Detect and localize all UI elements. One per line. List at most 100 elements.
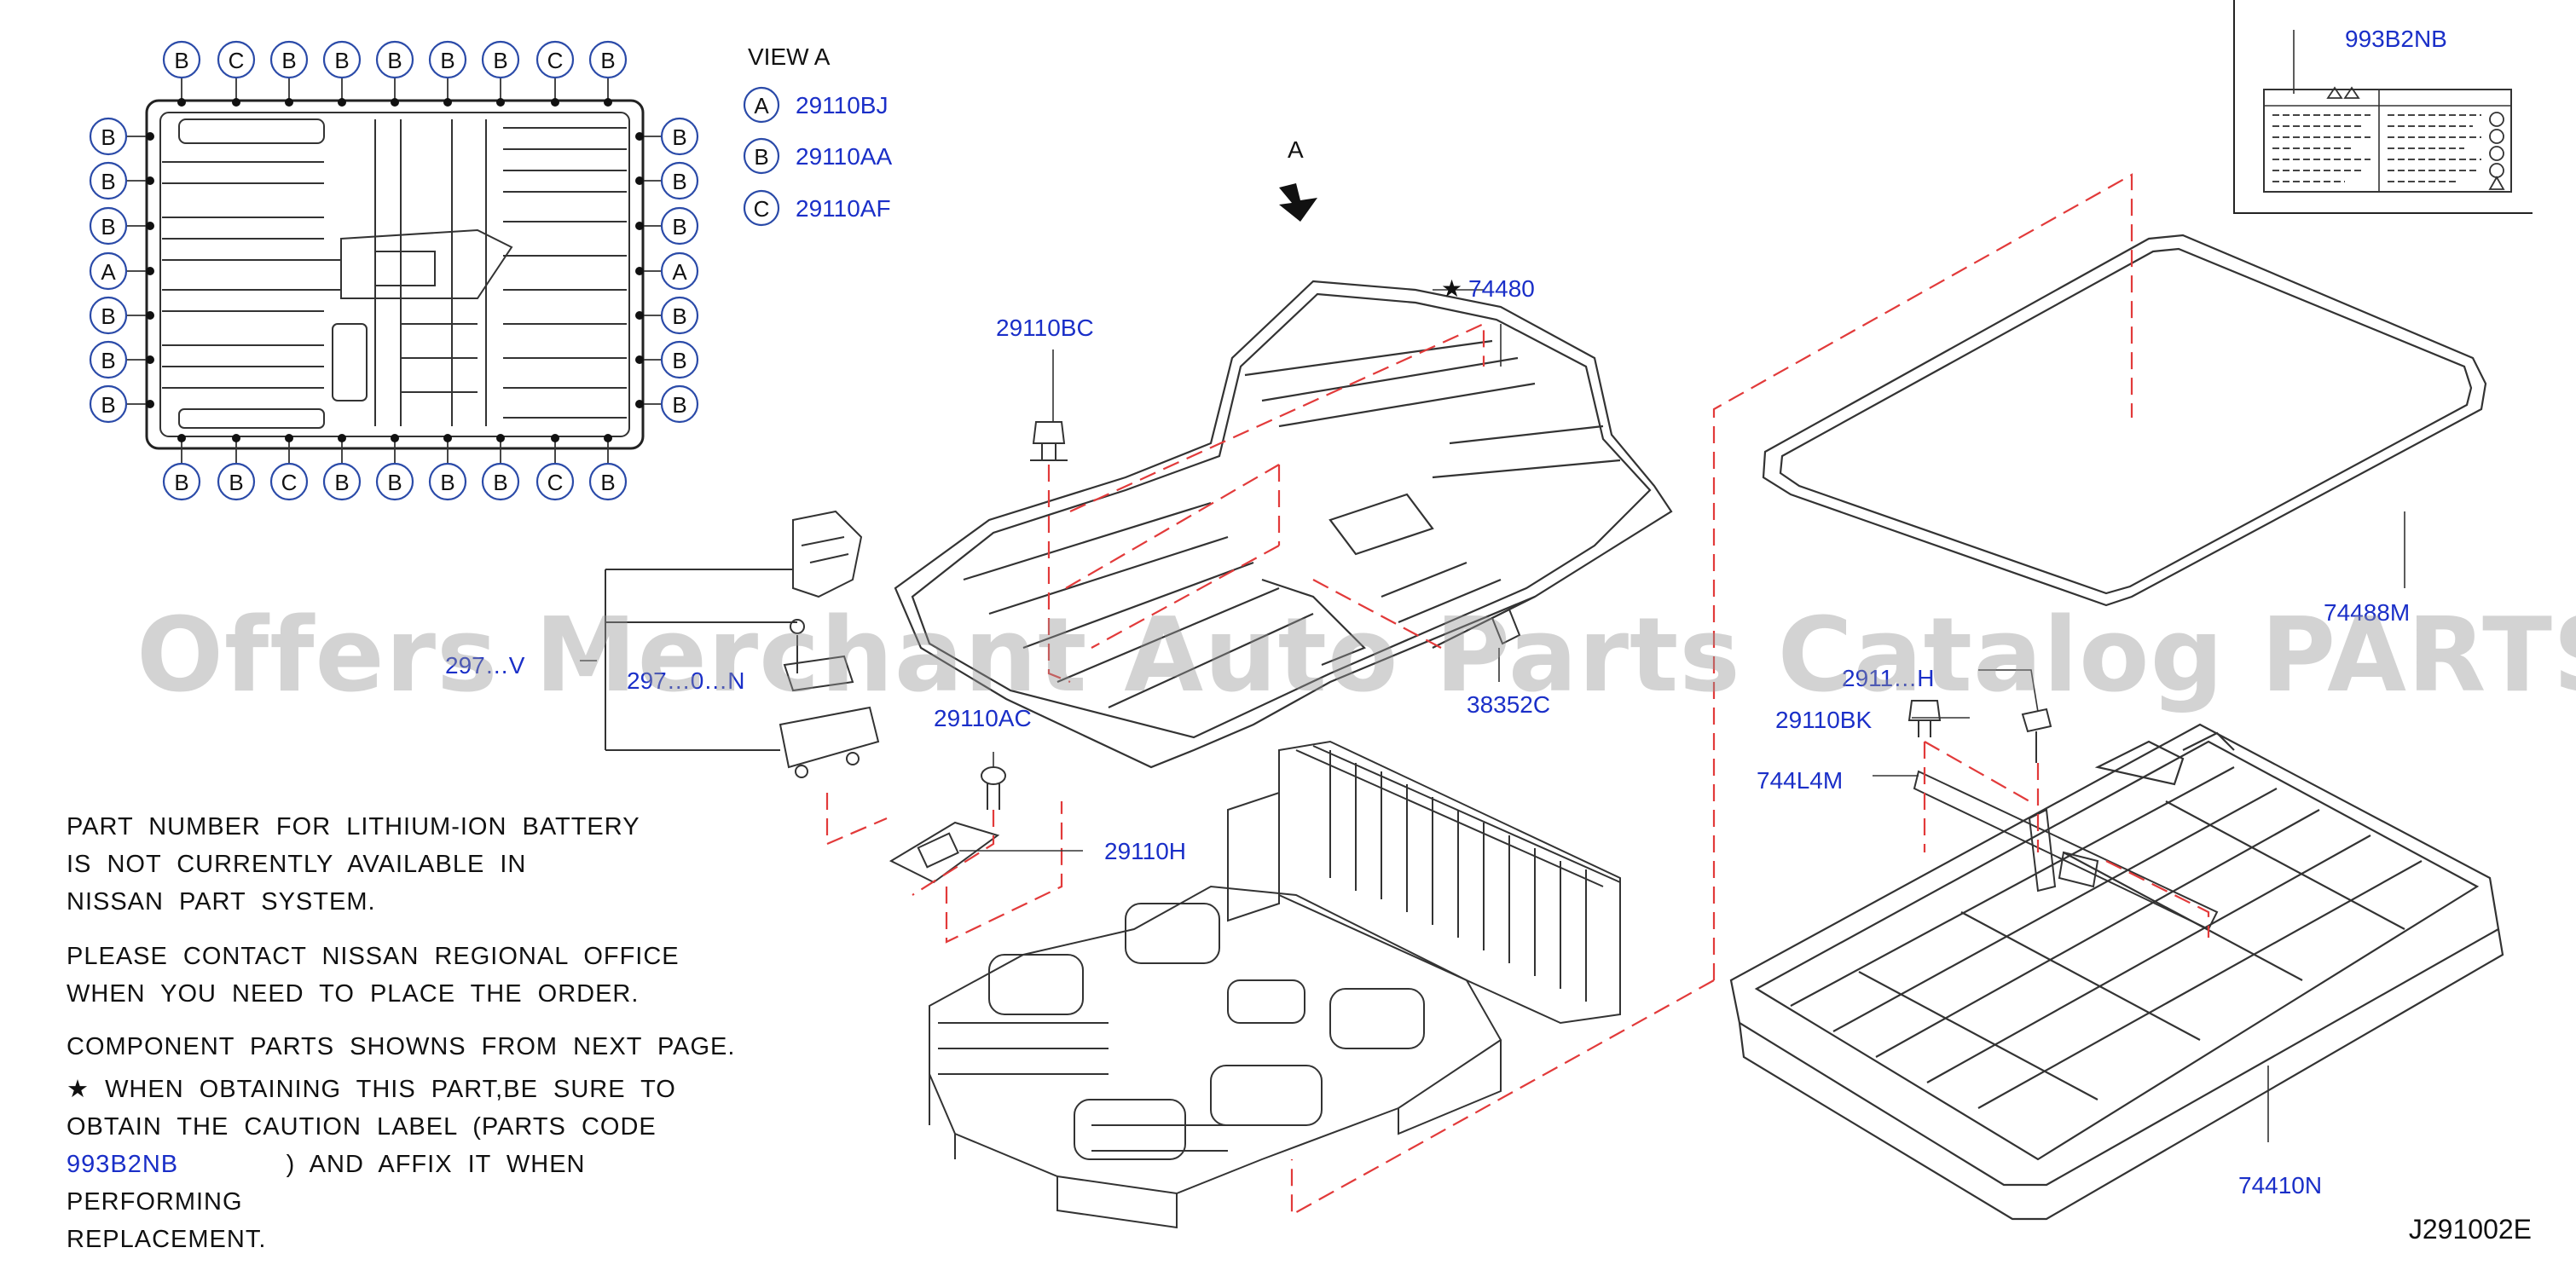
note-component-parts: COMPONENT PARTS SHOWNS FROM NEXT PAGE. [67, 1028, 834, 1066]
part-29110ac: 29110AC [934, 705, 1032, 731]
note-caution-label: ★ WHEN OBTAINING THIS PART,BE SURE TO OB… [67, 1071, 766, 1258]
callout-right-0-point [635, 132, 644, 141]
callout-top-8-letter: B [600, 48, 615, 73]
callout-bottom-0-point [177, 434, 186, 442]
view-arrow-icon [1279, 183, 1317, 222]
callout-bottom-7-letter: C [547, 470, 564, 495]
callout-top-1-circle [217, 40, 256, 79]
callout-top-3-circle [322, 40, 362, 79]
callout-left-6-letter: B [101, 392, 115, 418]
figure-id: J291002E [2408, 1214, 2532, 1245]
bolt-29110h-right [2021, 708, 2052, 763]
view-a-title: VIEW A [748, 43, 831, 70]
note-3-line-1: COMPONENT PARTS SHOWNS FROM NEXT PAGE. [67, 1033, 736, 1060]
callout-top-7-point [551, 98, 559, 107]
callout-bottom-1-point [232, 434, 240, 442]
callout-bottom-3-circle [322, 462, 362, 501]
small-plate-29110h [889, 821, 1000, 884]
part-2971v: 297…V [445, 652, 525, 679]
callout-left-5-point [146, 355, 154, 364]
callout-top-1-letter: C [229, 48, 245, 73]
callout-left-2-circle [89, 206, 128, 245]
callout-top-6-letter: B [493, 48, 507, 73]
watermark: Offers Merchant Auto Parts Catalog PARTS… [136, 597, 2576, 715]
view-a-plan [145, 99, 645, 450]
callout-top-2-circle [269, 40, 309, 79]
callout-bottom-8-point [604, 434, 612, 442]
callout-right-5-circle [660, 340, 699, 379]
callout-top-2-point [285, 98, 293, 107]
note-1-line-1: PART NUMBER FOR LITHIUM-ION BATTERY [67, 813, 640, 840]
callout-right-4-letter: B [672, 303, 686, 329]
note-4-line-1: WHEN OBTAINING THIS PART,BE SURE TO [105, 1076, 676, 1103]
callout-top-4-letter: B [387, 48, 402, 73]
callout-right-0-letter: B [672, 124, 686, 150]
star-icon: ★ [67, 1076, 90, 1103]
note-battery-part-number: PART NUMBER FOR LITHIUM-ION BATTERY IS N… [67, 808, 766, 921]
callout-top-5-letter: B [440, 48, 454, 73]
part-744l4m: 744L4M [1757, 767, 1843, 794]
note-4-line-3: ) AND AFFIX IT WHEN PERFORMING [67, 1151, 586, 1216]
callout-right-1-letter: B [672, 169, 686, 194]
callout-right-3-point [635, 267, 644, 275]
callout-bottom-2-letter: C [281, 470, 298, 495]
callout-top-4-circle [375, 40, 414, 79]
callout-left-6-circle [89, 384, 128, 424]
part-2970n: 297…0…N [627, 667, 745, 694]
callout-bottom-5-circle [428, 462, 467, 501]
callout-left-0-letter: B [101, 124, 115, 150]
callout-left-6-point [146, 400, 154, 408]
callout-bottom-1-circle [217, 462, 256, 501]
callout-right-6-point [635, 400, 644, 408]
seal-74488m [1762, 234, 2487, 607]
arrow-a-label: A [1288, 136, 1304, 163]
callout-left-3-circle [89, 251, 128, 291]
callout-right-3-letter: A [672, 259, 687, 285]
callout-left-0-point [146, 132, 154, 141]
callout-right-4-point [635, 311, 644, 320]
caution-label-inset [2233, 0, 2533, 214]
callout-bottom-8-circle [588, 462, 628, 501]
callout-right-5-point [635, 355, 644, 364]
callout-left-3-letter: A [101, 259, 116, 285]
legend-part-a: 29110BJ [796, 92, 888, 118]
callout-left-4-circle [89, 296, 128, 335]
callout-left-4-point [146, 311, 154, 320]
callout-bottom-0-circle [162, 462, 201, 501]
view-a-legend: A 29110BJ B 29110AA C 29110AF [743, 86, 892, 227]
callout-top-0-letter: B [174, 48, 188, 73]
callout-bottom-0-letter: B [174, 470, 188, 495]
callout-top-5-point [443, 98, 452, 107]
callout-bottom-8-letter: B [600, 470, 615, 495]
callout-right-2-letter: B [672, 214, 686, 240]
callout-left-0-circle [89, 117, 128, 156]
note-2-line-1: PLEASE CONTACT NISSAN REGIONAL OFFICE [67, 943, 680, 970]
legend-letter-a: A [754, 93, 769, 118]
part-29110bc: 29110BC [996, 315, 1094, 341]
bracket-744l4m [1913, 770, 2219, 931]
callout-top-6-point [496, 98, 505, 107]
legend-part-c: 29110AF [796, 195, 891, 222]
callout-right-3-circle [660, 251, 699, 291]
note-2-line-2: WHEN YOU NEED TO PLACE THE ORDER. [67, 980, 640, 1008]
callout-top-2-letter: B [281, 48, 296, 73]
callout-top-0-circle [162, 40, 201, 79]
callout-bottom-7-point [551, 434, 559, 442]
callout-bottom-4-letter: B [387, 470, 402, 495]
callout-bottom-3-letter: B [334, 470, 349, 495]
callout-left-3-point [146, 267, 154, 275]
connector-brackets [605, 510, 880, 778]
part-74480: 74480 [1468, 275, 1535, 302]
callout-top-8-circle [588, 40, 628, 79]
bolt-29110bc [1030, 421, 1068, 461]
legend-part-b: 29110AA [796, 143, 892, 170]
battery-modules [929, 740, 1621, 1229]
part-38352c: 38352C [1467, 691, 1550, 718]
callout-bottom-6-circle [481, 462, 520, 501]
callout-top-3-letter: B [334, 48, 349, 73]
frame-74410n [1729, 723, 2504, 1221]
note-contact-office: PLEASE CONTACT NISSAN REGIONAL OFFICE WH… [67, 938, 766, 1013]
part-74488m: 74488M [2324, 599, 2410, 626]
